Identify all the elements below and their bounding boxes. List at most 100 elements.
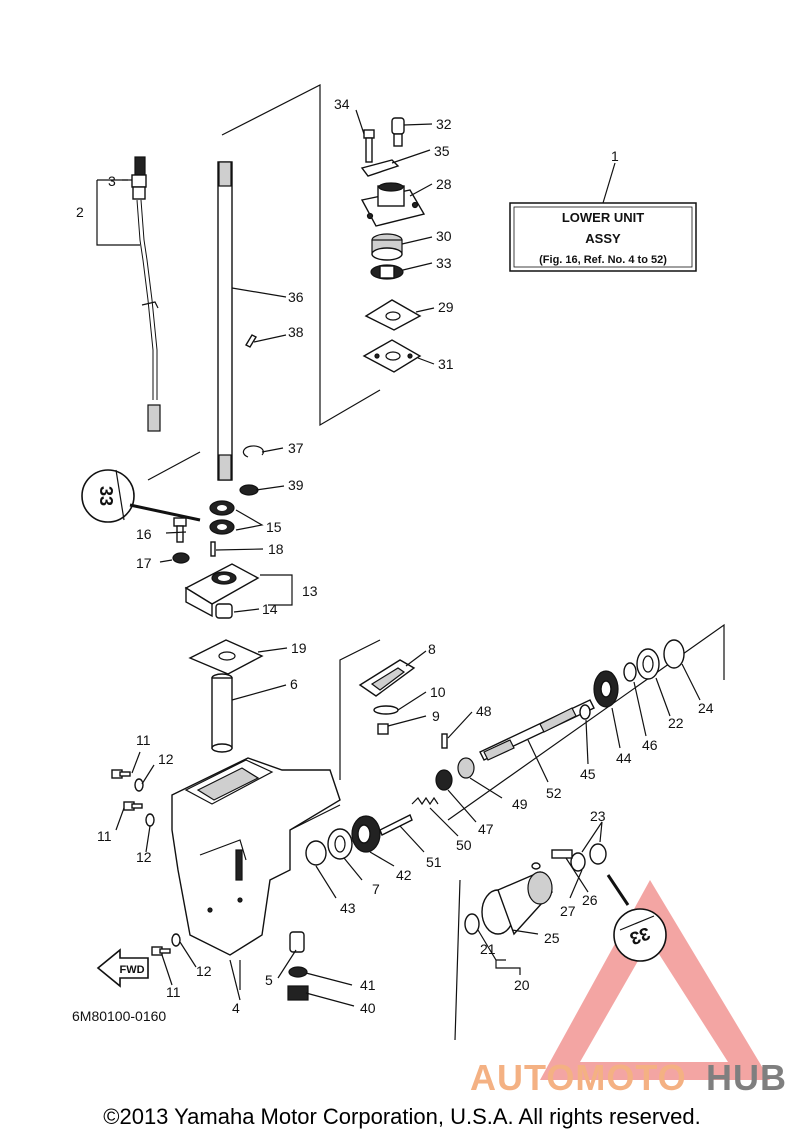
label-13: 13	[302, 583, 318, 599]
watermark-part1: AUTOMOTO	[470, 1057, 687, 1098]
label-23: 23	[590, 808, 606, 824]
bolts-11	[111, 769, 171, 956]
label-32: 32	[436, 116, 452, 132]
label-16: 16	[136, 526, 152, 542]
label-33: 33	[436, 255, 452, 271]
label-38: 38	[288, 324, 304, 340]
spring-50	[411, 796, 439, 806]
label-10: 10	[430, 684, 446, 700]
watermark-part2: HUB	[706, 1057, 787, 1098]
label-4: 4	[232, 1000, 240, 1016]
label-42: 42	[396, 867, 412, 883]
washer-23b	[531, 862, 541, 870]
assembly-frame-lines	[147, 84, 725, 1041]
label-47: 47	[478, 821, 494, 837]
label-24: 24	[698, 700, 714, 716]
label-34: 34	[334, 96, 350, 112]
label-11b: 11	[97, 828, 112, 844]
label-20: 20	[514, 977, 530, 993]
label-11c: 11	[166, 984, 181, 1000]
propeller-shaft-52	[479, 699, 595, 761]
bolt-16	[173, 517, 187, 527]
label-52: 52	[546, 785, 562, 801]
bushing-14	[215, 603, 233, 619]
label-22: 22	[668, 715, 684, 731]
bearing-21	[464, 913, 480, 935]
label-43: 43	[340, 900, 356, 916]
label-36: 36	[288, 289, 304, 305]
shift-rod-group	[131, 156, 161, 432]
label-18: 18	[268, 541, 284, 557]
nut-40	[287, 985, 309, 1001]
washer-45	[579, 704, 591, 720]
watermark-text: AUTOMOTO HUB	[470, 1057, 787, 1098]
grommet-5	[289, 931, 305, 953]
gasket-19	[188, 639, 264, 675]
label-7: 7	[372, 881, 380, 897]
washer-41	[288, 966, 308, 978]
label-6: 6	[290, 676, 298, 692]
label-12a: 12	[158, 751, 174, 767]
label-1: 1	[611, 148, 619, 164]
label-2: 2	[76, 204, 84, 220]
washer-27	[570, 852, 586, 872]
callout-circle-b: 33	[606, 874, 667, 962]
o-ring-24	[663, 639, 685, 669]
plunger-51	[379, 814, 413, 836]
label-5: 5	[265, 972, 273, 988]
drive-shaft	[217, 161, 233, 481]
dog-clutch-49	[457, 757, 475, 779]
circlip-37	[242, 445, 264, 458]
label-39: 39	[288, 477, 304, 493]
fwd-arrow: FWD	[96, 948, 149, 988]
callout-circle-a: 33	[81, 469, 201, 523]
label-15: 15	[266, 519, 282, 535]
reverse-gear-44	[593, 670, 619, 708]
washer-39	[239, 484, 259, 496]
watermark-logo	[540, 880, 770, 1080]
label-41: 41	[360, 977, 376, 993]
screw-9	[377, 723, 389, 735]
shim-43	[305, 840, 327, 866]
pin-18	[210, 541, 216, 557]
washers-12	[134, 778, 181, 947]
lower-case-4	[171, 757, 341, 956]
label-40: 40	[360, 1000, 376, 1016]
label-51: 51	[426, 854, 442, 870]
label-44: 44	[616, 750, 632, 766]
diagram-code: 6M80100-0160	[72, 1008, 166, 1024]
label-48: 48	[476, 703, 492, 719]
label-25: 25	[544, 930, 560, 946]
callout-a-label: 33	[96, 486, 116, 506]
pin-38	[245, 334, 257, 348]
plate-10	[373, 705, 399, 715]
assembly-box-line1: LOWER UNIT	[562, 210, 644, 225]
water-pump-group	[360, 117, 426, 373]
assembly-box-line2: ASSY	[585, 231, 621, 246]
label-3: 3	[108, 173, 116, 189]
label-12b: 12	[136, 849, 152, 865]
washer-23	[589, 843, 607, 865]
label-37: 37	[288, 440, 304, 456]
label-35: 35	[434, 143, 450, 159]
label-17: 17	[136, 555, 152, 571]
label-46: 46	[642, 737, 658, 753]
label-8: 8	[428, 641, 436, 657]
label-30: 30	[436, 228, 452, 244]
label-14: 14	[262, 601, 278, 617]
pin-48	[441, 733, 448, 749]
fwd-label: FWD	[119, 964, 144, 976]
label-49: 49	[512, 796, 528, 812]
label-27: 27	[560, 903, 576, 919]
pinion-47	[435, 769, 453, 791]
label-26: 26	[582, 892, 598, 908]
assembly-box-line3: (Fig. 16, Ref. No. 4 to 52)	[539, 254, 667, 266]
label-21: 21	[480, 941, 496, 957]
label-29: 29	[438, 299, 454, 315]
label-28: 28	[436, 176, 452, 192]
part-labels: 1 2 3 4 5 6 7 8 9 10 11 11 11 12 12 12 1…	[76, 96, 714, 1016]
label-31: 31	[438, 356, 454, 372]
label-11a: 11	[136, 732, 151, 748]
shim-46	[623, 662, 637, 682]
